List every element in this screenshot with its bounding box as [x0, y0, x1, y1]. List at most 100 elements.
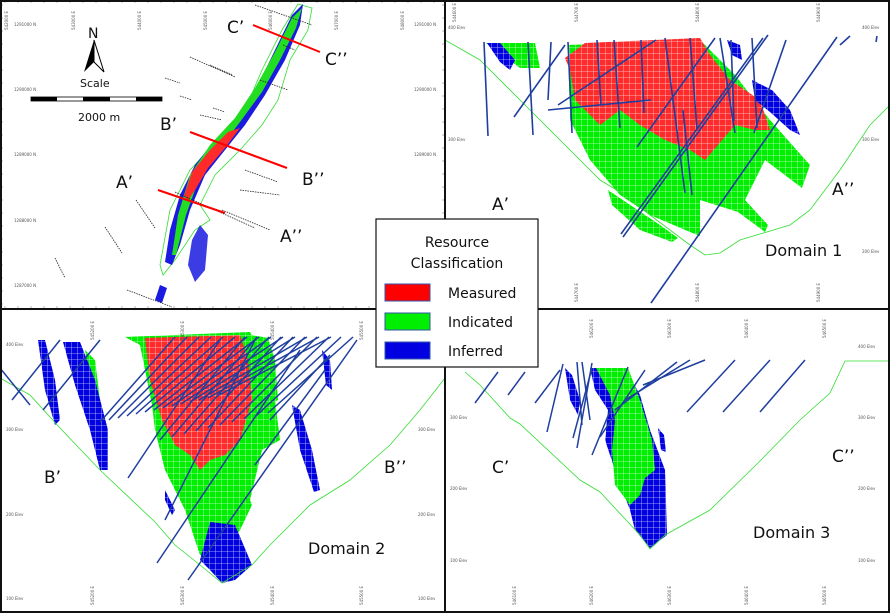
section-line-c — [252, 24, 321, 53]
elev-tick: 400 Elev — [858, 344, 876, 349]
drillhole-trace — [239, 189, 281, 196]
easting-tick: 545400 E — [270, 585, 275, 605]
northing-tick: 1290000 N — [414, 87, 436, 92]
drillhole — [99, 336, 176, 423]
drillhole — [135, 336, 224, 415]
elev-tick: 400 Elev — [862, 25, 880, 30]
drillhole — [219, 336, 306, 426]
easting-tick: 546500 E — [822, 318, 827, 338]
easting-tick: 546300 E — [667, 585, 672, 605]
inferred-satellite — [155, 285, 167, 303]
drillhole — [591, 366, 629, 456]
drillhole-trace — [104, 226, 123, 254]
drillhole — [483, 41, 489, 137]
drillhole — [127, 339, 221, 479]
drillhole — [622, 34, 769, 238]
drillhole-trace — [135, 199, 156, 229]
drillhole-trace — [54, 257, 66, 279]
drillhole — [682, 109, 693, 196]
domain1-section-panel: 400 Elev 300 Elev 400 Elev 300 Elev 200 … — [444, 2, 890, 304]
easting-tick: 544900 E — [816, 282, 821, 302]
drillhole — [576, 362, 593, 449]
elev-tick: 300 Elev — [858, 415, 876, 420]
drillhole — [117, 336, 200, 419]
easting-tick: 546300 E — [667, 318, 672, 338]
elev-tick: 100 Elev — [6, 596, 24, 601]
drillhole — [557, 39, 657, 106]
drillhole-trace — [212, 107, 226, 113]
north-label: N — [88, 26, 98, 42]
drillhole — [567, 41, 573, 134]
elev-tick: 200 Elev — [858, 486, 876, 491]
drillhole — [267, 336, 354, 414]
drillhole — [624, 359, 691, 401]
easting-tick: 545200 E — [90, 320, 95, 340]
drillhole — [686, 359, 736, 413]
drillhole — [759, 359, 806, 413]
easting-tick: 545300 E — [180, 320, 185, 340]
indicated-orebody — [172, 8, 302, 255]
topography-line — [464, 360, 890, 550]
drillhole — [171, 336, 272, 407]
easting-tick: 544000 E — [137, 10, 142, 30]
section-line-a — [157, 189, 226, 214]
drillhole — [144, 336, 236, 413]
legend-swatch-indicated — [384, 312, 431, 331]
plan-map-panel: 542000 E 543000 E 544000 E 545000 E 5460… — [0, 0, 445, 309]
easting-tick: 544900 E — [816, 2, 821, 22]
drillhole-trace — [254, 4, 313, 26]
easting-tick: 546100 E — [512, 585, 517, 605]
section-label-a-start: A’ — [116, 173, 133, 193]
drillhole-trace — [189, 56, 236, 78]
domain1-drillholes — [483, 34, 878, 304]
section-label-b-end: B’’ — [302, 170, 324, 190]
drillhole — [207, 336, 294, 429]
elev-tick: 400 Elev — [6, 342, 24, 347]
elev-tick: 200 Elev — [418, 512, 436, 517]
section-end-label: A’’ — [832, 180, 854, 200]
section-start-label: C’ — [492, 458, 509, 478]
easting-tick: 545500 E — [359, 585, 364, 605]
section-end-label: C’’ — [832, 447, 855, 467]
section-end-label: B’’ — [384, 458, 406, 478]
drillhole — [613, 39, 621, 129]
drillhole — [547, 99, 652, 111]
drillhole — [620, 37, 764, 235]
elev-tick: 300 Elev — [448, 137, 466, 142]
drillhole — [108, 336, 188, 421]
drillhole-trace — [199, 114, 223, 121]
scale-label: Scale — [80, 77, 110, 90]
easting-tick: 548000 E — [400, 10, 405, 30]
drillhole — [0, 367, 31, 406]
drillhole — [171, 336, 258, 438]
drillhole — [596, 39, 602, 106]
easting-tick: 543000 E — [71, 10, 76, 30]
northing-tick: 1287000 N — [14, 283, 36, 288]
drillhole-trace — [164, 77, 181, 84]
drillhole — [254, 369, 326, 466]
legend-label-indicated: Indicated — [448, 315, 513, 331]
drillhole — [642, 359, 706, 386]
north-arrow-icon — [84, 39, 105, 73]
section-label-c-end: C’’ — [325, 50, 348, 70]
plan-drillhole-traces — [54, 4, 313, 308]
drillhole — [513, 44, 566, 118]
easting-tick: 546000 E — [268, 10, 273, 30]
easting-tick: 544600 E — [452, 2, 457, 22]
drillhole — [636, 37, 716, 148]
legend-swatch-inferred — [384, 341, 431, 360]
easting-tick: 547000 E — [334, 10, 339, 30]
topography-line — [0, 377, 446, 584]
drillhole — [547, 41, 552, 101]
northing-tick: 1289000 N — [14, 152, 36, 157]
drillhole — [11, 339, 61, 401]
legend-label-measured: Measured — [448, 286, 516, 302]
drillhole — [689, 37, 698, 130]
drillhole — [507, 371, 526, 396]
easting-tick: 545400 E — [270, 320, 275, 340]
legend-title: Classification — [411, 256, 504, 272]
drillhole — [42, 339, 101, 411]
topography-line — [444, 39, 890, 256]
section-label-b-start: B’ — [160, 115, 177, 135]
